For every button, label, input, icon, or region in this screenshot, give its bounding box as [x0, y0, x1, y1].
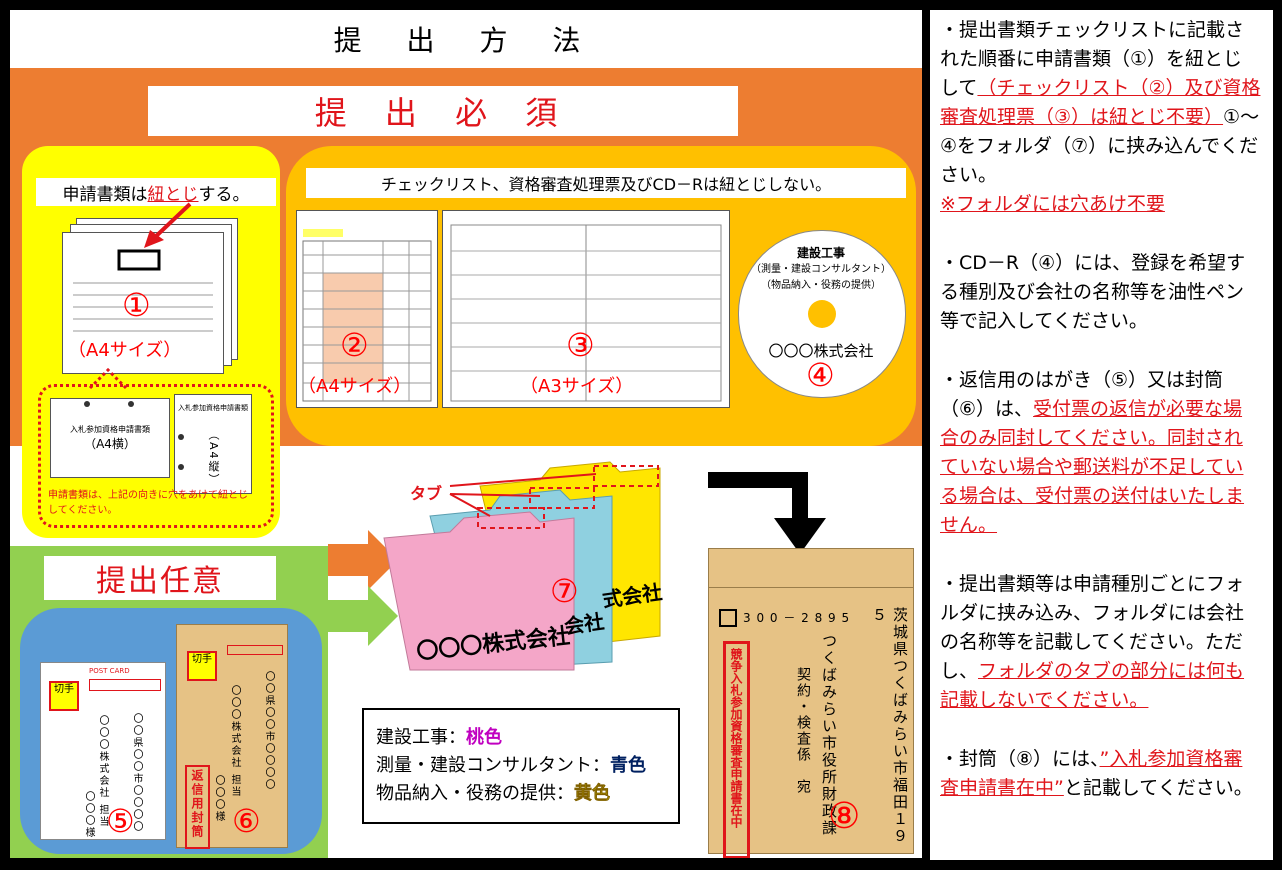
instructions-panel: ・提出書類チェックリストに記載された順番に申請書類（①）を紐とじして（チェックリ… [930, 10, 1273, 860]
doc2-number: ② [340, 326, 369, 364]
return-postcard: POST CARD 切手 〇〇県〇〇市〇〇〇〇 〇〇〇株式会社 担当 〇〇〇様 [40, 662, 166, 840]
stamp-icon: 切手 [187, 651, 217, 681]
left-panel: 提 出 方 法 提 出 必 須 申請書類は紐とじする。 ① （A4サイズ） 入札… [10, 10, 922, 858]
doc3-size: （A3サイズ） [520, 376, 634, 397]
tab-label: タブ [410, 484, 443, 503]
review-sheet-lines [450, 224, 722, 402]
punch-hole-icon [128, 401, 134, 407]
cd-label-2: （測量・建設コンサルタント） [751, 264, 891, 275]
envelope-number: ⑥ [232, 802, 261, 840]
cd-company: 〇〇〇株式会社 [768, 342, 874, 360]
curved-arrow-icon [708, 472, 826, 554]
page-title: 提 出 方 法 [333, 24, 599, 57]
application-doc-lines [73, 249, 213, 332]
return-envelope: 切手 〇〇県〇〇市〇〇〇〇 〇〇〇株式会社 担当 〇〇〇様 返信用封筒 [176, 624, 288, 849]
doc1-number: ① [122, 286, 151, 324]
arrow-right-icons [328, 530, 398, 646]
cd-number: ④ [806, 356, 835, 394]
instruction-5: ・封筒（⑧）には、”入札参加資格審査申請書在中”と記載してください。 [940, 748, 1253, 799]
doc1-size: （A4サイズ） [68, 340, 182, 361]
required-banner: 提 出 必 須 [148, 86, 738, 136]
envelope-flap [709, 549, 913, 588]
submission-envelope: 3 0 0 － 2 8 9 5 茨城県つくばみらい市福田１９５ つくばみらい市役… [708, 548, 914, 858]
checklist-table [302, 229, 432, 402]
bind-note: 申請書類は紐とじする。 [36, 178, 276, 206]
instruction-1: ・提出書類チェックリストに記載された順番に申請書類（①）を紐とじして（チェックリ… [940, 19, 1261, 215]
hole-note: 申請書類は、上記の向きに穴をあけて紐とじしてください。 [48, 490, 248, 516]
form-portrait: 入札参加資格申請書類 （A4縦） [174, 394, 252, 494]
nobind-note: チェックリスト、資格審査処理票及びCD－Rは紐とじしない。 [306, 168, 906, 198]
punch-hole-icon [178, 434, 184, 440]
folder-number: ⑦ [550, 572, 579, 610]
up-arrow-icon [88, 368, 128, 390]
postal-code-boxes [89, 679, 161, 691]
cd-r-disc [738, 230, 906, 398]
doc3-number: ③ [566, 326, 595, 364]
postal-mark [719, 609, 737, 627]
postcard-number: ⑤ [106, 802, 135, 840]
doc2-size: （A4サイズ） [298, 376, 412, 397]
folders-illustration [383, 461, 661, 671]
bind-arrow-icon [144, 202, 192, 248]
hole-orientation-box [38, 384, 274, 528]
optional-banner: 提出任意 [44, 556, 276, 600]
cd-label-3: （物品納入・役務の提供） [761, 280, 881, 291]
punch-hole-icon [178, 464, 184, 470]
instruction-3: ・返信用のはがき（⑤）又は封筒（⑥）は、受付票の返信が必要な場合のみ同封してくだ… [940, 369, 1245, 536]
legend-row-construction: 建設工事：桃色 [376, 727, 502, 748]
instruction-2: ・CD－R（④）には、登録を希望する種別及び会社の名称等を油性ペン等で記入してく… [940, 252, 1246, 332]
cd-hole [808, 300, 836, 328]
application-doc [62, 232, 224, 374]
stamp-icon: 切手 [49, 681, 79, 711]
cd-label-1: 建設工事 [796, 246, 845, 260]
postal-code-boxes [227, 645, 283, 655]
envelope8-number: ⑧ [828, 796, 861, 837]
form-landscape: 入札参加資格申請書類 （A4横） [50, 398, 170, 478]
instruction-4: ・提出書類等は申請種別ごとにフォルダに挟み込み、フォルダには会社の名称等を記載し… [940, 573, 1245, 711]
folder-color-legend: 建設工事：桃色 測量・建設コンサルタント：青色 物品納入・役務の提供：黄色 [362, 708, 680, 824]
review-sheet-doc [442, 210, 730, 408]
legend-row-survey: 測量・建設コンサルタント：青色 [376, 755, 646, 776]
punch-hole-icon [84, 401, 90, 407]
checklist-doc [296, 210, 438, 408]
legend-row-goods: 物品納入・役務の提供：黄色 [376, 783, 610, 805]
